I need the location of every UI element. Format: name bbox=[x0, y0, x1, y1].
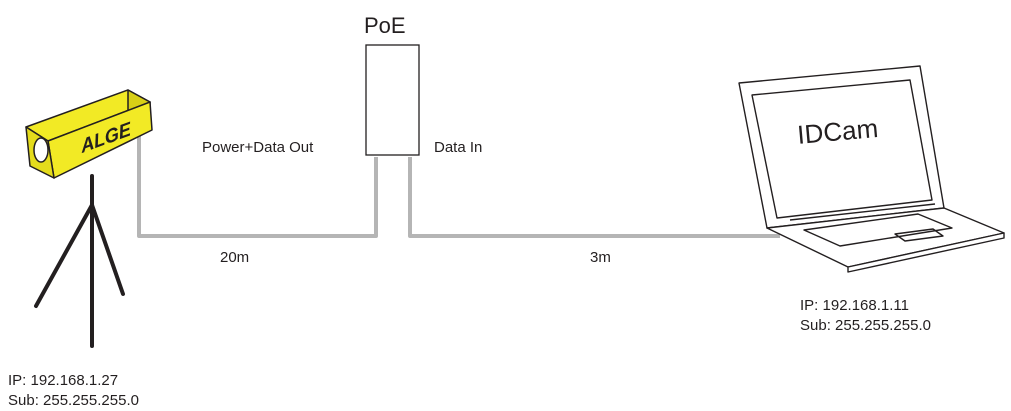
cable-length-20m: 20m bbox=[220, 249, 250, 266]
port-out-label: Power+Data Out bbox=[202, 139, 314, 156]
cable-length-3m: 3m bbox=[590, 249, 611, 266]
laptop-ip: IP: 192.168.1.11 bbox=[800, 297, 909, 314]
laptop bbox=[738, 65, 1005, 273]
camera-network-info: IP: 192.168.1.27 Sub: 255.255.255.0 bbox=[8, 371, 139, 411]
laptop-keyboard bbox=[803, 213, 953, 247]
camera-subnet: Sub: 255.255.255.0 bbox=[8, 392, 139, 409]
cable-poe-to-laptop bbox=[408, 157, 780, 238]
laptop-network-info: IP: 192.168.1.11 Sub: 255.255.255.0 bbox=[800, 296, 931, 336]
laptop-base-edge bbox=[847, 232, 1005, 273]
laptop-subnet: Sub: 255.255.255.0 bbox=[800, 317, 931, 334]
cable-camera-to-poe bbox=[137, 136, 378, 238]
tripod bbox=[34, 174, 125, 348]
camera: ALGE bbox=[25, 89, 153, 179]
cables bbox=[137, 136, 780, 238]
laptop-touchpad bbox=[894, 228, 944, 242]
laptop-screen bbox=[751, 79, 933, 219]
poe-injector bbox=[365, 44, 420, 156]
laptop-hinge bbox=[789, 203, 936, 221]
camera-lens-icon bbox=[33, 137, 49, 163]
port-in-label: Data In bbox=[434, 139, 483, 156]
poe-title: PoE bbox=[364, 13, 406, 38]
camera-ip: IP: 192.168.1.27 bbox=[8, 372, 119, 389]
